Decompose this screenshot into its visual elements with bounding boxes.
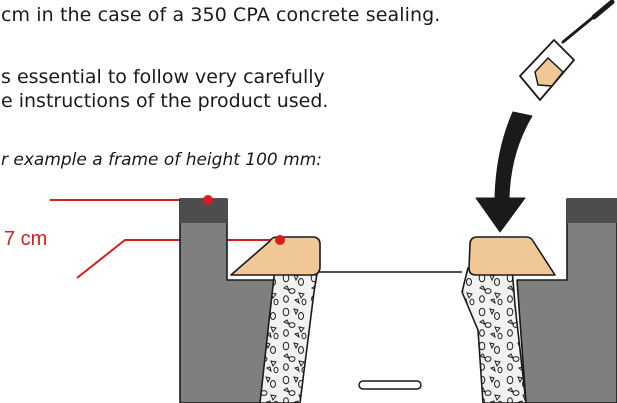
left-frame xyxy=(179,198,275,403)
drain-slot xyxy=(358,380,422,390)
trowel-icon xyxy=(519,0,615,101)
dimension-label: 7 cm xyxy=(4,228,48,250)
left-mortar-bed xyxy=(230,236,321,276)
top-dimension-dot xyxy=(203,195,213,205)
curved-arrow-icon xyxy=(475,111,533,233)
right-concrete-column xyxy=(461,267,527,403)
right-mortar-bed xyxy=(468,236,556,276)
sealing-depth-text: cm in the case of a 350 CPA concrete sea… xyxy=(1,4,441,26)
right-frame xyxy=(516,198,617,403)
mortar-dimension-dot xyxy=(275,235,285,245)
example-caption: r example a frame of height 100 mm: xyxy=(1,150,322,170)
right-frame-cap xyxy=(567,199,617,223)
mortar-dimension-line xyxy=(76,239,280,279)
instruction-text-line-2: e instructions of the product used. xyxy=(1,90,329,112)
instruction-text-line-1: s essential to follow very carefully xyxy=(1,66,325,88)
left-frame-cap xyxy=(180,199,227,223)
